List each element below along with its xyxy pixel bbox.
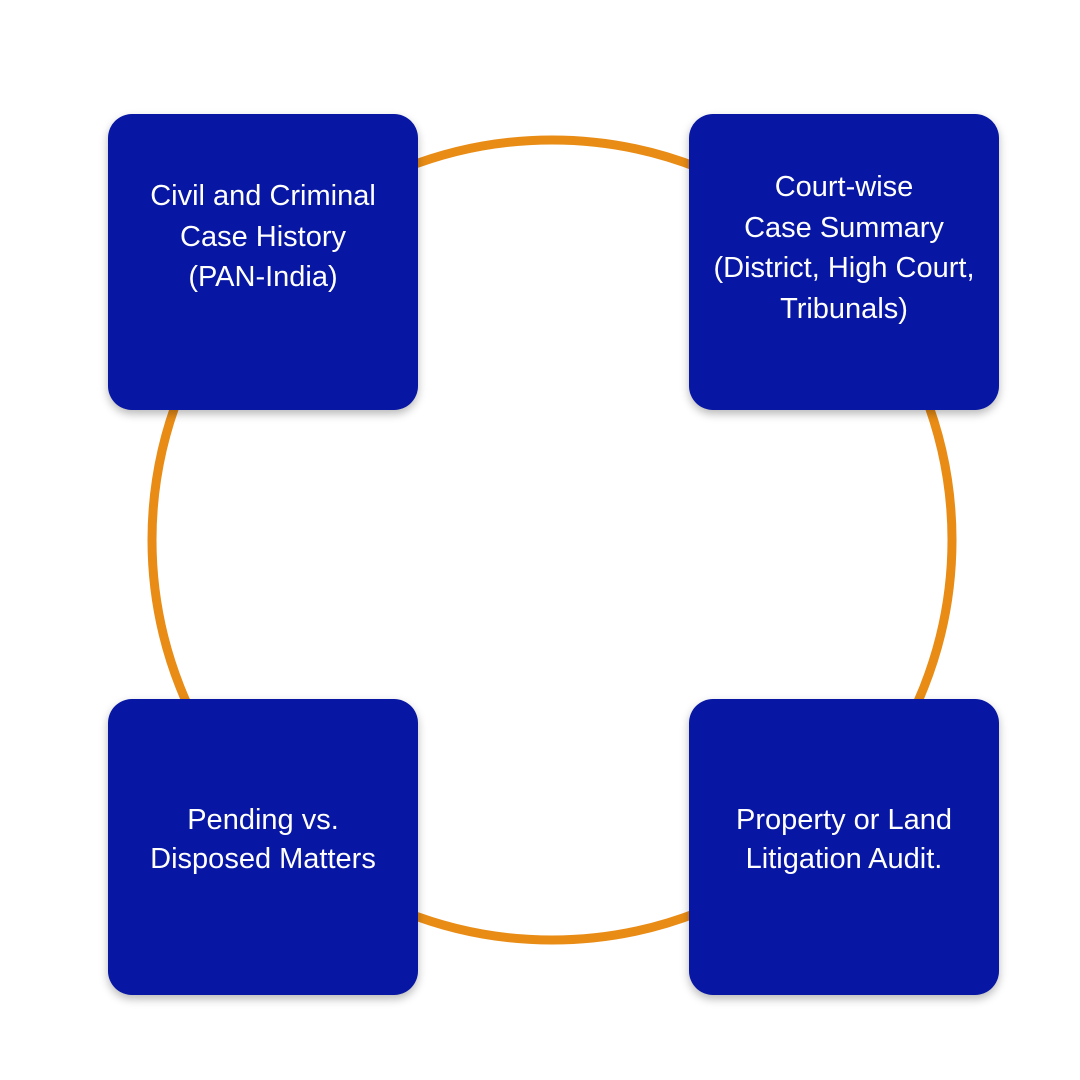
- card-civil-criminal-case-history: Civil and Criminal Case History (PAN-Ind…: [108, 114, 418, 410]
- card-property-land-litigation-audit: Property or Land Litigation Audit.: [689, 699, 999, 995]
- card-court-wise-case-summary: Court-wise Case Summary (District, High …: [689, 114, 999, 410]
- card-pending-disposed-matters: Pending vs. Disposed Matters: [108, 699, 418, 995]
- card-label: Civil and Criminal Case History (PAN-Ind…: [150, 180, 376, 294]
- card-label: Property or Land Litigation Audit.: [735, 803, 952, 875]
- card-label: Court-wise Case Summary (District, High …: [713, 171, 975, 325]
- cycle-ring-path: [147, 135, 957, 945]
- card-label: Pending vs. Disposed Matters: [150, 803, 376, 875]
